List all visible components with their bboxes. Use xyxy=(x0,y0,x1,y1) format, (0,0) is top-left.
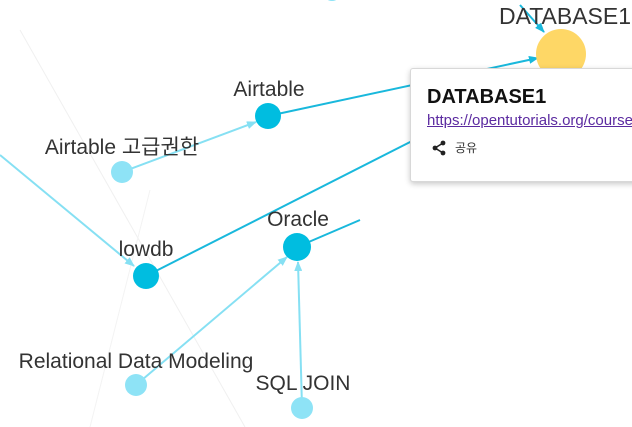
node-label-oracle: Oracle xyxy=(267,208,329,231)
share-icon xyxy=(432,140,446,155)
node-database1[interactable] xyxy=(536,29,586,79)
faint-edge xyxy=(89,189,151,427)
edge-sql-join-oracle xyxy=(294,261,303,408)
node-label-sql-join: SQL JOIN xyxy=(256,372,351,395)
node-oracle[interactable] xyxy=(283,233,311,261)
edge-left-lowdb xyxy=(0,154,135,267)
offscreen-node[interactable] xyxy=(323,0,341,1)
popup-course-link[interactable]: https://opentutorials.org/course xyxy=(427,112,632,129)
node-label-airtable: Airtable xyxy=(233,78,304,101)
node-label-lowdb: lowdb xyxy=(119,238,174,261)
node-label-relational-modeling: Relational Data Modeling xyxy=(19,350,254,373)
share-button[interactable]: 공유 xyxy=(431,139,477,156)
node-info-popup: DATABASE1 https://opentutorials.org/cour… xyxy=(410,68,632,182)
edge-airtable-database1 xyxy=(267,55,539,117)
share-label: 공유 xyxy=(455,141,478,155)
node-lowdb[interactable] xyxy=(133,263,159,289)
node-airtable-advanced[interactable] xyxy=(111,161,133,183)
node-label-database1: DATABASE1 xyxy=(499,3,631,29)
node-airtable[interactable] xyxy=(255,103,281,129)
node-sql-join[interactable] xyxy=(291,397,313,419)
edge-top-database1 xyxy=(519,4,545,33)
edge-airtable-advanced-airtable xyxy=(121,121,257,173)
faint-edge xyxy=(19,29,246,427)
popup-title: DATABASE1 xyxy=(427,86,547,108)
node-relational-modeling[interactable] xyxy=(125,374,147,396)
edge-relational-modeling-oracle xyxy=(135,256,288,386)
edge-lowdb-database1 xyxy=(145,137,419,277)
node-label-airtable-advanced: Airtable 고급권한 xyxy=(45,136,199,159)
